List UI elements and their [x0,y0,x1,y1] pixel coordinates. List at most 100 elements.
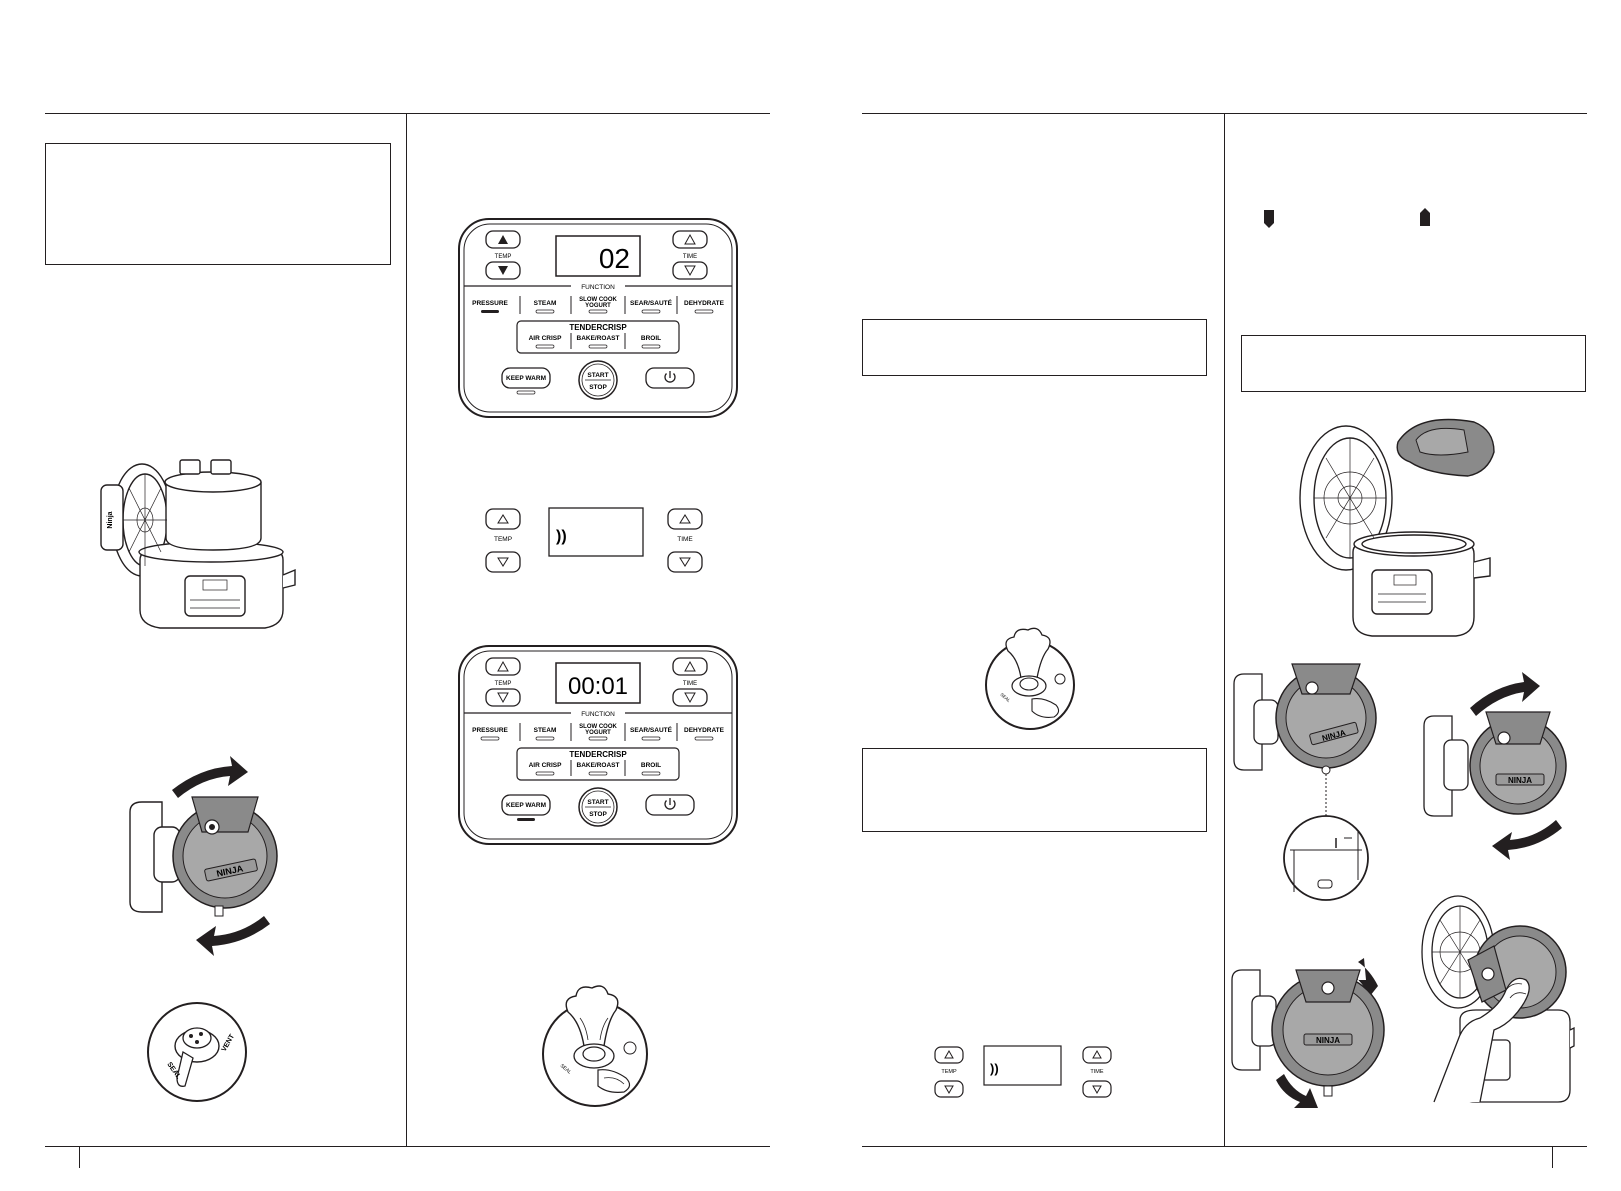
function-label: FUNCTION [581,711,615,718]
lid-brand-label: NINJA [1316,1036,1340,1045]
temp-label: TEMP [495,681,512,687]
cooker-with-pot-illustration: Ninja [100,459,296,629]
lid-open-illustration: NINJA [1231,958,1385,1108]
top-rule-left [45,113,770,114]
function-slow-cook[interactable]: SLOW COOK [579,724,617,730]
function-bake-roast[interactable]: BAKE/ROAST [577,335,620,342]
function-steam[interactable]: STEAM [534,300,557,307]
function-bake-roast[interactable]: BAKE/ROAST [577,762,620,769]
function-broil[interactable]: BROIL [641,762,661,769]
note-box-col1 [45,143,391,265]
display-screen [548,507,644,557]
lid-alignment-illustration: NINJA [1233,663,1377,901]
function-broil[interactable]: BROIL [641,335,661,342]
power-button[interactable] [645,794,695,816]
function-sear-saute[interactable]: SEAR/SAUTÉ [630,298,673,307]
temp-label: TEMP [494,536,512,543]
start-label: START [587,372,608,379]
lid-twist-illustration: NINJA [129,756,278,956]
function-dehydrate[interactable]: DEHYDRATE [684,727,725,734]
note-box-col3-bottom [862,748,1207,832]
rotate-arrow-bottom [1492,820,1562,860]
control-panel-2: TEMP 00:01 TIME FUNCTION PRESSURE STEAM … [458,645,738,845]
time-up-button[interactable] [1082,1046,1112,1064]
display-readout: )) [990,1061,999,1076]
power-icon [664,798,676,810]
cooker-open-lid-illustration [1299,418,1495,637]
time-up-button[interactable] [672,230,708,249]
time-down-button[interactable] [1082,1080,1112,1098]
function-air-crisp[interactable]: AIR CRISP [529,335,563,342]
hand-lifting-lid-illustration [1421,895,1575,1103]
temp-down-button[interactable] [934,1080,964,1098]
function-pressure[interactable]: PRESSURE [472,727,508,734]
power-button[interactable] [645,367,695,389]
note-box-col3-top [862,319,1207,376]
small-display-panel-2: TEMP )) TIME [934,1045,1112,1098]
time-up-button[interactable] [667,508,703,530]
time-label: TIME [1090,1069,1103,1075]
start-stop-button[interactable]: START STOP [578,360,618,400]
tendercrisp-label: TENDERCRISP [569,323,627,332]
temp-up-button[interactable] [485,230,521,249]
page-number-tick-left [79,1146,80,1168]
small-display-panel-1: TEMP )) TIME [485,507,703,573]
function-sear-saute[interactable]: SEAR/SAUTÉ [630,725,673,734]
stop-label: STOP [589,384,607,391]
control-panel-1: TEMP 02 TIME FUNCTION PRESSURE STEAM SLO… [458,218,738,418]
function-slow-cook[interactable]: SLOW COOK [579,297,617,303]
steam-release-illustration: SEAL [542,985,648,1107]
function-steam[interactable]: STEAM [534,727,557,734]
function-yogurt[interactable]: YOGURT [585,730,611,736]
temp-up-button[interactable] [485,657,521,676]
steam-release-illustration-2: SEAL [985,627,1075,730]
time-label: TIME [683,254,697,260]
note-box-col4 [1241,335,1586,392]
rotate-arrow-down [1276,1074,1318,1108]
temp-down-button[interactable] [485,688,521,707]
side-brand-label: Ninja [107,511,114,528]
display-screen [555,235,641,277]
stop-label: STOP [589,811,607,818]
rotate-arrow-bottom [196,916,270,956]
temp-label: TEMP [495,254,512,260]
temp-up-button[interactable] [934,1046,964,1064]
rotate-arrow-up [1346,958,1378,996]
keep-warm-button[interactable]: KEEP WARM [501,794,551,821]
seal-label: SEAL [999,692,1011,704]
display-screen [555,662,641,704]
display-screen [983,1045,1062,1086]
time-down-button[interactable] [672,688,708,707]
pressure-valve-seal-illustration: SEAL VENT [147,1002,247,1102]
function-label: FUNCTION [581,284,615,291]
time-up-button[interactable] [672,657,708,676]
function-air-crisp[interactable]: AIR CRISP [529,762,563,769]
time-down-button[interactable] [667,551,703,573]
bottom-rule-left [45,1146,770,1147]
start-stop-button[interactable]: START STOP [578,787,618,827]
lid-brand-label: NINJA [1508,776,1532,785]
lid-lock-icon [1264,210,1274,228]
start-label: START [587,799,608,806]
rotate-arrow-top [1470,672,1540,716]
power-icon [664,371,676,383]
page-number-tick-right [1552,1146,1553,1168]
function-dehydrate[interactable]: DEHYDRATE [684,300,725,307]
keep-warm-button[interactable]: KEEP WARM [501,367,551,395]
temp-label: TEMP [941,1069,957,1075]
function-yogurt[interactable]: YOGURT [585,303,611,309]
bottom-rule-right [862,1146,1587,1147]
column-divider-3 [1224,113,1225,1146]
temp-down-button[interactable] [485,551,521,573]
lid-twist-illustration-2: NINJA [1423,672,1567,860]
time-down-button[interactable] [672,261,708,280]
temp-up-button[interactable] [485,508,521,530]
time-label: TIME [677,536,693,543]
function-pressure[interactable]: PRESSURE [472,300,508,307]
keep-warm-label: KEEP WARM [506,802,546,809]
time-label: TIME [683,681,697,687]
temp-down-button[interactable] [485,261,521,280]
display-readout: )) [556,528,567,545]
rotate-arrow-top [172,756,248,798]
display-readout: 02 [599,243,630,274]
